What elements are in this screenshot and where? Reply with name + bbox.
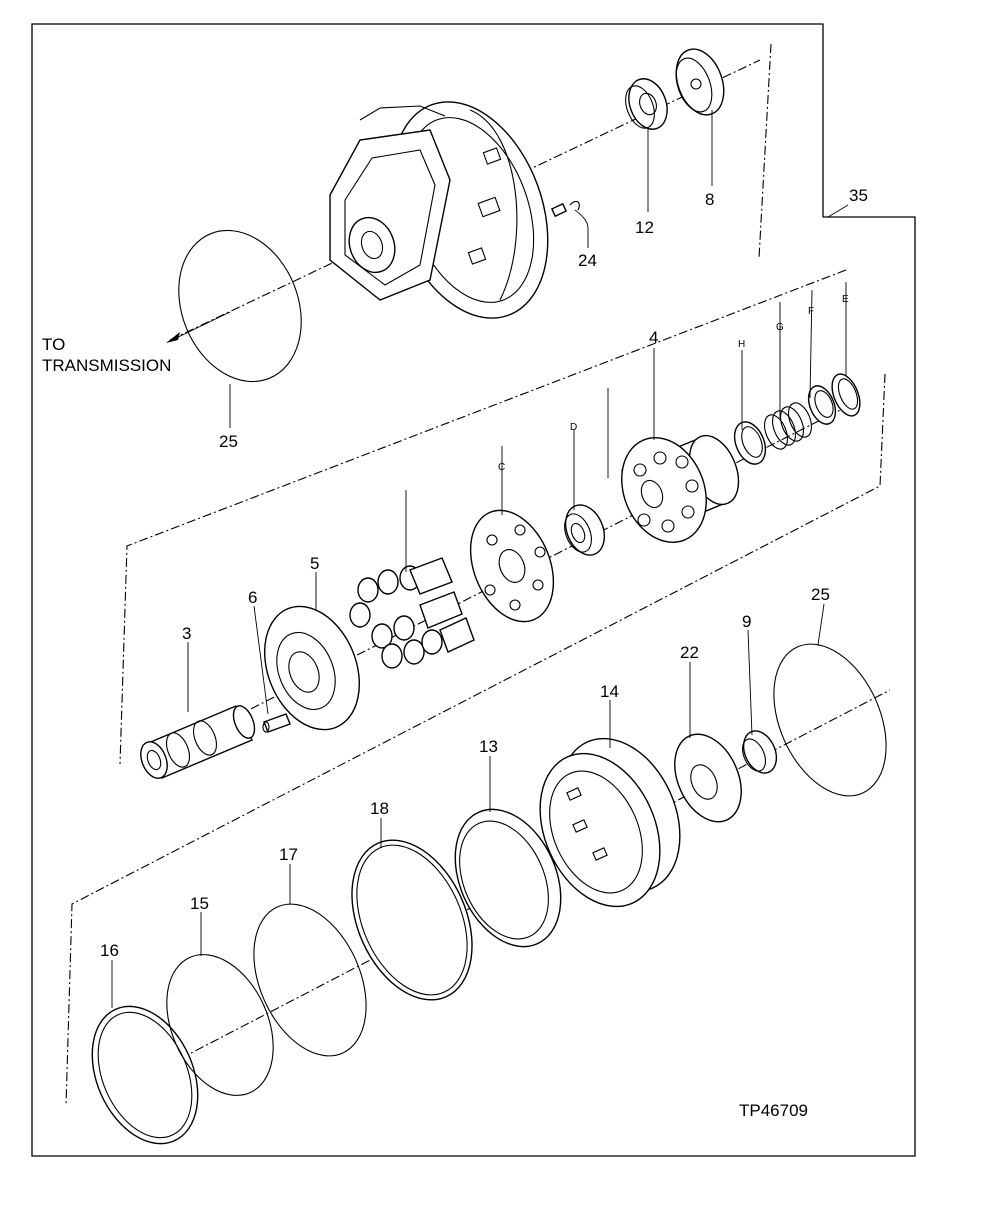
label-transmission: TRANSMISSION (42, 356, 171, 375)
seal-ring-25-top (178, 229, 302, 383)
ring-16 (91, 1005, 199, 1145)
callout-14: 14 (600, 682, 619, 701)
callout-e: E (842, 294, 849, 305)
motor-housing (329, 101, 549, 319)
plate-13 (454, 808, 562, 948)
callout-25-mid: 25 (811, 585, 830, 604)
callout-h: H (738, 339, 745, 350)
piston-cluster (349, 557, 475, 669)
washer-f (807, 385, 837, 425)
callout-25-top: 25 (219, 432, 238, 451)
drawing-frame (31, 23, 916, 1157)
piston-14 (539, 737, 681, 908)
bearing-12 (625, 78, 668, 130)
callout-5: 5 (310, 554, 319, 573)
label-to: TO (42, 335, 65, 354)
bearing-d (564, 504, 606, 556)
leader-lines (111, 110, 849, 1008)
callout-16: 16 (100, 941, 119, 960)
disc-5 (263, 605, 361, 731)
pin-6 (262, 713, 291, 733)
shaft-3 (140, 705, 256, 779)
snap-ring-e (831, 373, 861, 417)
callout-15: 15 (190, 894, 209, 913)
callout-13: 13 (479, 737, 498, 756)
callout-17: 17 (279, 845, 298, 864)
plate-8 (675, 48, 725, 116)
ring-17 (253, 903, 367, 1057)
callout-35: 35 (849, 186, 868, 205)
plate-c (469, 509, 555, 623)
fitting-24 (550, 200, 580, 218)
callout-9: 9 (742, 612, 751, 631)
callout-f: F (808, 306, 814, 317)
ring-18 (351, 839, 473, 1001)
callout-c: C (498, 462, 505, 473)
callout-labels: TO TRANSMISSION 35 8 12 24 25 4 H G F E … (42, 186, 868, 1120)
callout-g: G (776, 322, 784, 333)
callout-24: 24 (578, 251, 597, 270)
ring-15 (166, 954, 274, 1096)
callout-12: 12 (635, 218, 654, 237)
seal-ring-25-mid (773, 643, 887, 797)
callout-18: 18 (370, 799, 389, 818)
drawing-id: TP46709 (739, 1101, 808, 1120)
callout-4: 4 (649, 328, 658, 347)
bearing-9 (741, 730, 778, 774)
callout-22: 22 (680, 643, 699, 662)
callout-3: 3 (182, 624, 191, 643)
callout-8: 8 (705, 190, 714, 209)
callout-d: D (570, 422, 577, 433)
plate-22 (674, 733, 742, 823)
cylinder-block-4 (621, 434, 740, 543)
spring-g (763, 402, 813, 450)
transmission-arrow (166, 311, 231, 343)
assembly-boundary-lines (65, 43, 886, 1107)
callout-6: 6 (248, 588, 257, 607)
